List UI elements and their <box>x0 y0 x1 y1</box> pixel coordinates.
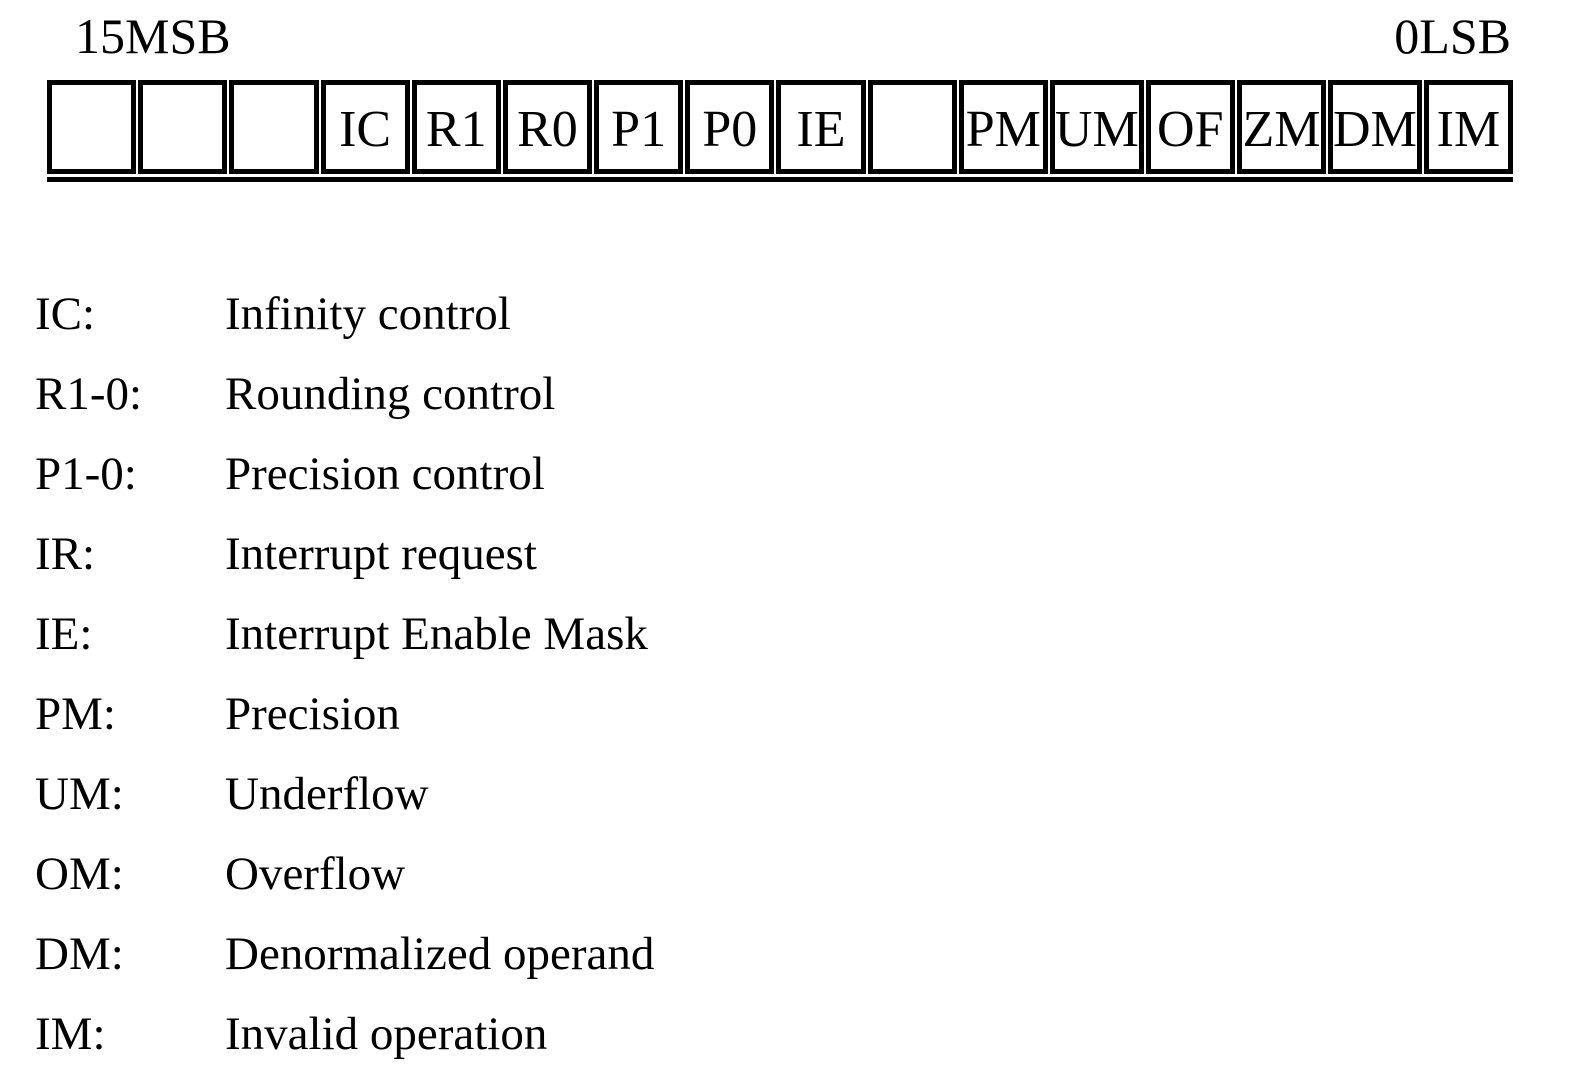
legend-term: IE: <box>35 607 93 660</box>
legend-definition: Precision <box>225 687 400 740</box>
legend-term: IC: <box>35 287 96 340</box>
legend-term: UM: <box>35 767 124 820</box>
register-cell-bit-14 <box>138 79 228 174</box>
legend-row: OM: Overflow <box>35 834 1578 914</box>
legend-definition: Rounding control <box>225 367 556 420</box>
register-cell-bit-3: OF <box>1145 79 1235 174</box>
legend-definition: Interrupt Enable Mask <box>225 607 648 660</box>
register-cell-bit-8: P0 <box>685 79 775 174</box>
register-cell-bit-13 <box>229 79 319 174</box>
lsb-label: 0LSB <box>1394 8 1511 64</box>
legend-row: IE: Interrupt Enable Mask <box>35 594 1578 674</box>
legend-definition: Interrupt request <box>225 527 537 580</box>
legend-row: PM: Precision <box>35 674 1578 754</box>
legend-term: PM: <box>35 687 116 740</box>
bit-order-labels: 15MSB 0LSB <box>47 8 1513 80</box>
legend-row: P1-0: Precision control <box>35 434 1578 514</box>
legend-definition: Precision control <box>225 447 545 500</box>
msb-label: 15MSB <box>75 8 231 64</box>
register-underline <box>47 176 1513 182</box>
register-cell-bit-4: UM <box>1049 79 1144 174</box>
legend-definition: Denormalized operand <box>225 927 655 980</box>
legend-row: IR: Interrupt request <box>35 514 1578 594</box>
legend-term: R1-0: <box>35 367 143 420</box>
register-cell-bit-0: IM <box>1423 79 1513 174</box>
register-cell-bit-15 <box>47 79 137 174</box>
legend-row: IM: Invalid operation <box>35 994 1578 1074</box>
register-cell-bit-12: IC <box>320 79 410 174</box>
register-cell-bit-6 <box>867 79 957 174</box>
legend-term: IR: <box>35 527 96 580</box>
legend-definition: Invalid operation <box>225 1007 548 1060</box>
register-cell-bit-1: DM <box>1328 79 1422 174</box>
legend-row: R1-0: Rounding control <box>35 354 1578 434</box>
legend-row: DM: Denormalized operand <box>35 914 1578 994</box>
register-cell-bit-7: IE <box>776 79 866 174</box>
legend-term: DM: <box>35 927 124 980</box>
register-cell-bit-2: ZM <box>1236 79 1327 174</box>
legend-row: IC: Infinity control <box>35 274 1578 354</box>
legend-definition: Overflow <box>225 847 406 900</box>
legend-term: P1-0: <box>35 447 137 500</box>
register-cell-bit-11: R1 <box>411 79 501 174</box>
legend-definition: Infinity control <box>225 287 511 340</box>
legend-definition: Underflow <box>225 767 429 820</box>
register-cell-bit-5: PM <box>958 79 1048 174</box>
legend-term: IM: <box>35 1007 106 1060</box>
legend-term: OM: <box>35 847 124 900</box>
legend-row: UM: Underflow <box>35 754 1578 834</box>
register-cell-bit-9: P1 <box>594 79 684 174</box>
register-cell-bit-10: R0 <box>502 79 593 174</box>
